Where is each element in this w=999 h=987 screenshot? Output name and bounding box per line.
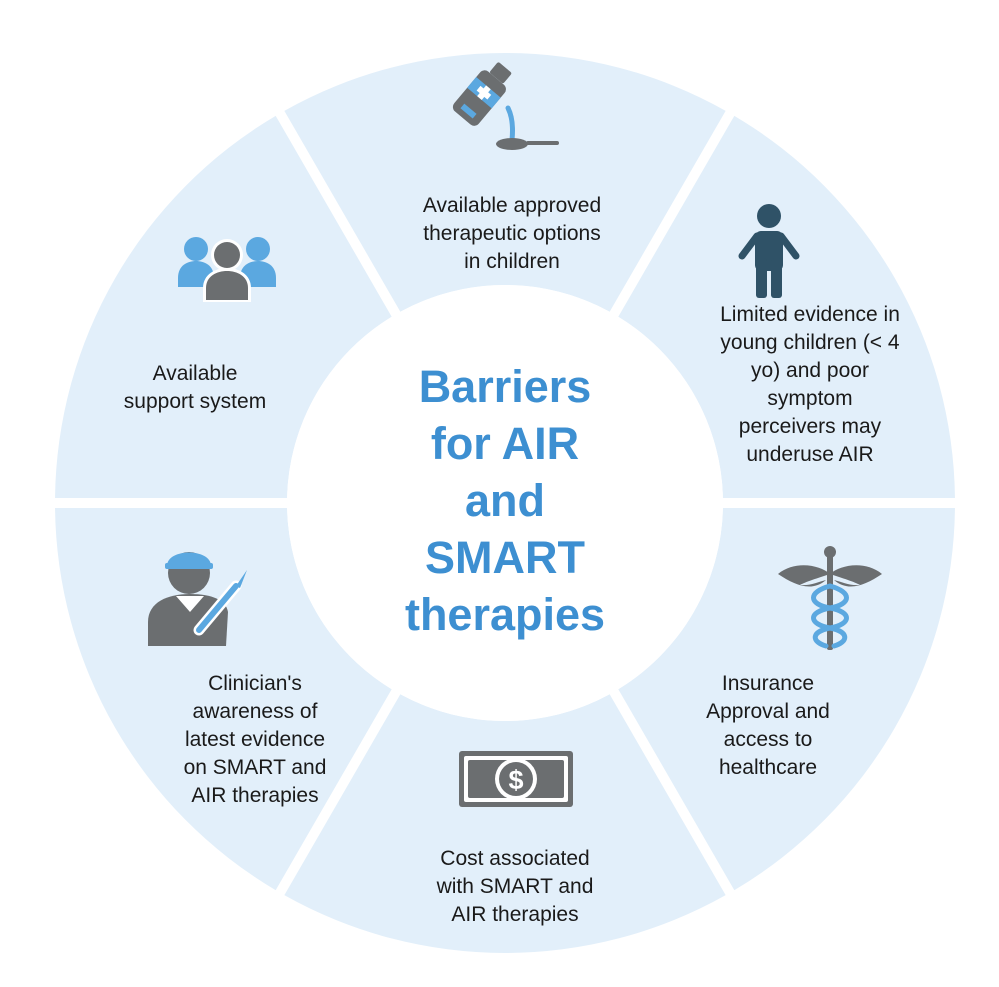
svg-text:$: $ xyxy=(508,765,523,795)
child-icon xyxy=(738,204,800,298)
segment-support-system xyxy=(55,115,392,499)
center-circle xyxy=(287,285,723,721)
dollar-bill-icon: $ xyxy=(459,751,573,807)
segment-clinician-awareness xyxy=(55,507,392,891)
medicine-bottle-spoon-icon xyxy=(452,62,559,150)
segment-label-cost: Cost associated with SMART and AIR thera… xyxy=(436,847,594,926)
segment-label-support-system: Available support system xyxy=(123,362,267,413)
segment-label-clinician-awareness: Clinician's awareness of latest evidence… xyxy=(183,672,327,807)
segment-label-limited-evidence: Limited evidence in young children (< 4 … xyxy=(720,303,900,466)
segment-label-therapeutic-options: Available approved therapeutic options i… xyxy=(422,194,602,273)
ring xyxy=(55,52,955,953)
segment-insurance xyxy=(618,507,955,891)
people-group-icon xyxy=(178,237,276,302)
caduceus-icon xyxy=(778,546,882,650)
segment-therapeutic-options xyxy=(284,52,726,312)
segment-cost xyxy=(284,694,726,953)
segment-label-insurance: Insurance Approval and access to healthc… xyxy=(706,672,830,779)
clinician-icon xyxy=(148,552,247,646)
segment-limited-evidence xyxy=(618,115,955,499)
center-title: Barriers for AIR and SMART therapies xyxy=(404,361,606,640)
